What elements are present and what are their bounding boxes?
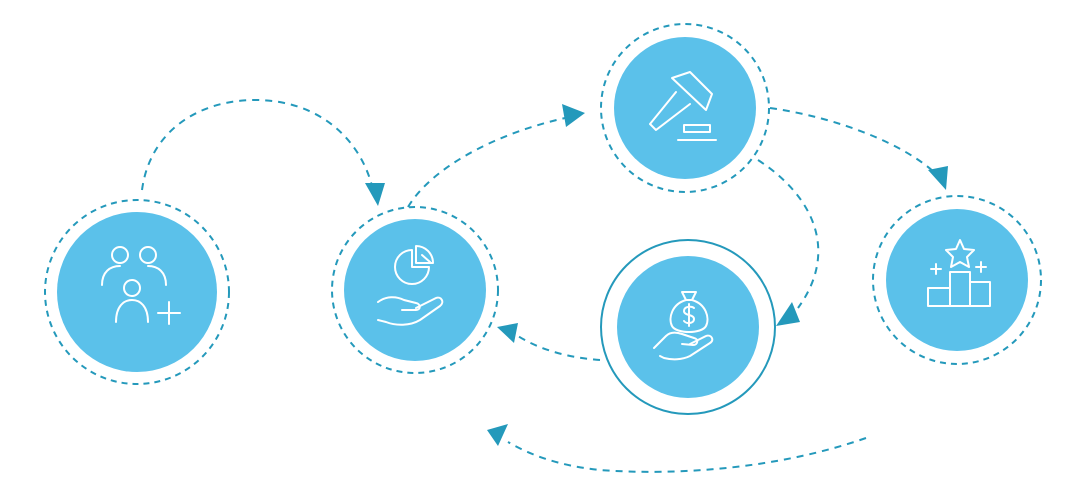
arrowhead-money-from-auction (776, 302, 800, 326)
connectors (141, 98, 948, 473)
node-users-ring (44, 199, 230, 385)
arrowhead-invest-from-winners (487, 424, 508, 446)
arrowhead-auction-from-invest (562, 104, 585, 127)
node-invest-circle (344, 219, 486, 361)
node-money (600, 239, 776, 415)
node-invest (331, 206, 499, 374)
node-auction-ring (600, 23, 770, 193)
connector-invest-to-auction (407, 117, 566, 208)
node-money-ring (600, 239, 776, 415)
node-winners (872, 195, 1042, 365)
node-invest-ring (331, 206, 499, 374)
podium-star-icon (927, 239, 991, 307)
node-users-circle (57, 212, 217, 372)
node-users (44, 199, 230, 385)
arrowhead-winners-from-auction (928, 166, 948, 190)
node-winners-ring (872, 195, 1042, 365)
connector-users-to-invest (141, 98, 373, 191)
arrowhead-invest-from-money (497, 323, 518, 343)
connector-money-to-invest (517, 335, 601, 361)
connector-auction-to-winners (769, 107, 936, 174)
pie-chart-hand-icon (377, 245, 444, 326)
add-users-icon (101, 246, 181, 325)
connector-auction-to-money (757, 159, 820, 309)
gavel-icon (649, 71, 717, 141)
arrowhead-invest-from-users (365, 183, 385, 206)
money-bag-hand-icon (653, 291, 714, 361)
connector-winners-to-invest (507, 437, 867, 473)
node-winners-circle (886, 209, 1028, 351)
node-money-circle (617, 256, 759, 398)
node-auction (600, 23, 770, 193)
